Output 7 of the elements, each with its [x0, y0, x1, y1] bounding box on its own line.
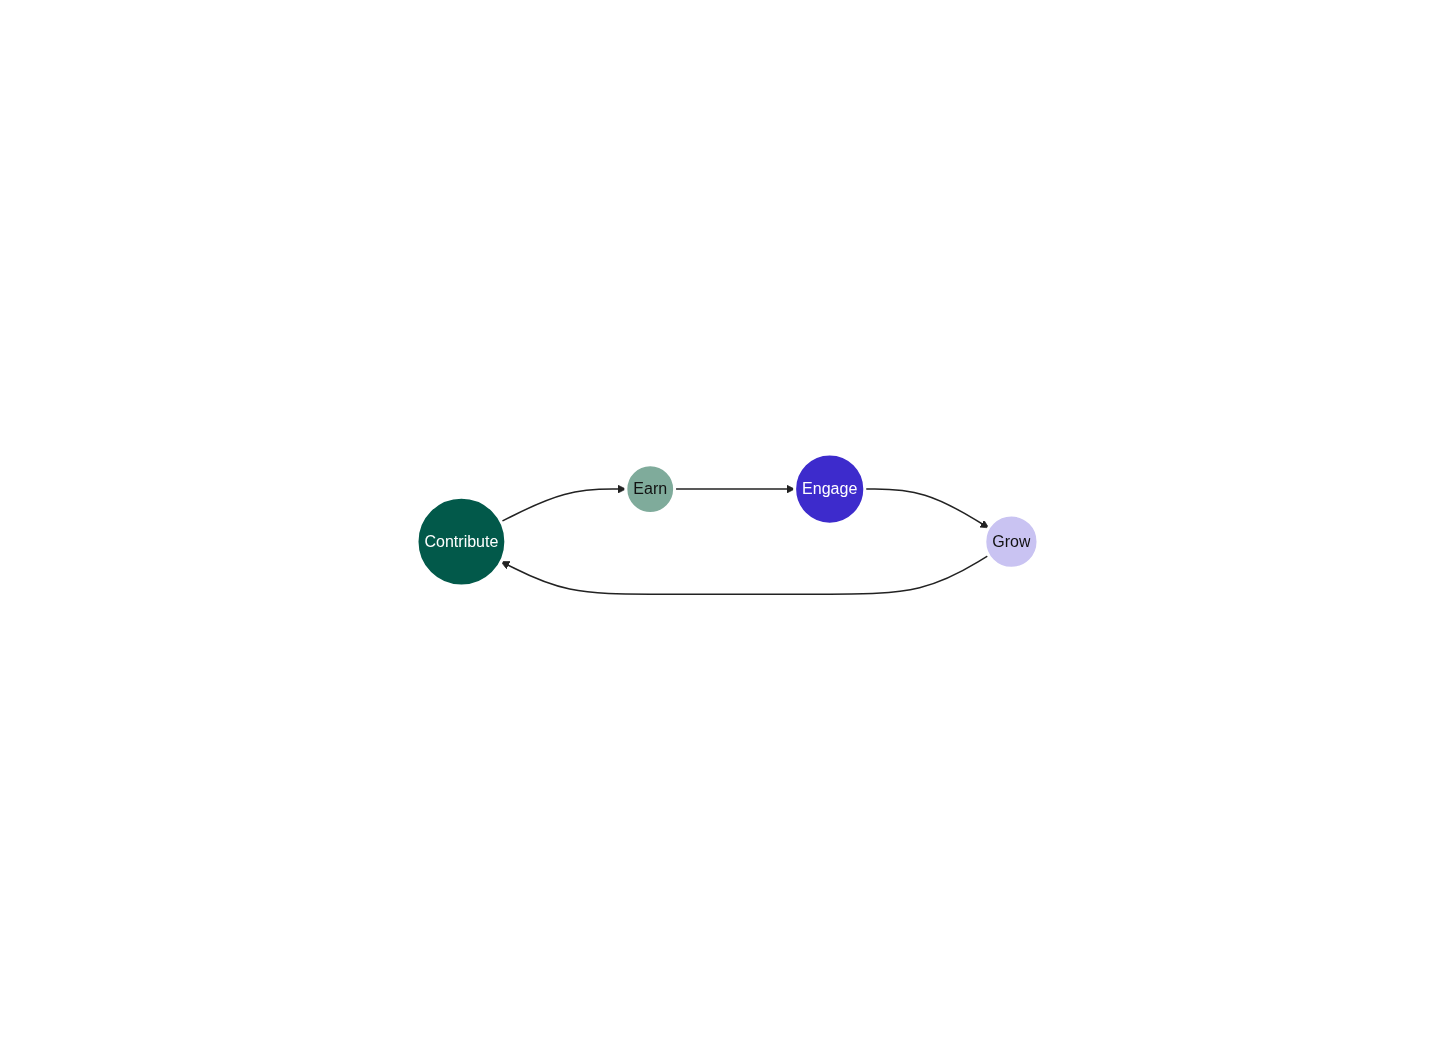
- node-circle: Grow: [983, 513, 1040, 570]
- node-circle: Earn: [624, 463, 677, 515]
- arrow: [674, 484, 796, 494]
- arrow: [500, 484, 627, 523]
- node-circle: Contribute: [416, 495, 508, 588]
- arrow: [501, 554, 990, 595]
- node-circle: Engage: [793, 452, 867, 526]
